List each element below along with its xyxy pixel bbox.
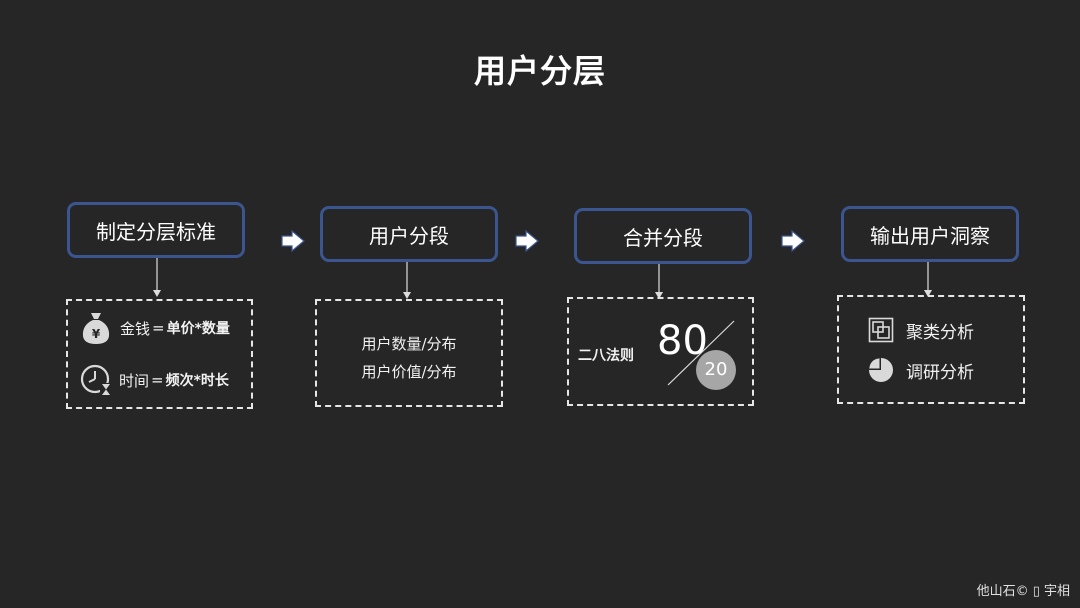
pareto-diagonal xyxy=(667,320,735,386)
segment-line: 用户数量/分布 xyxy=(361,335,457,353)
right-arrow-icon xyxy=(515,229,539,253)
insight-item: 调研分析 xyxy=(868,357,974,383)
money-bag-icon: ¥ xyxy=(82,313,110,344)
page-title: 用户分层 xyxy=(473,52,606,90)
stage-label: 制定分层标准 xyxy=(96,219,216,244)
detail-box-standard: ¥ 金钱 = 单价*数量 时间 = 频次*时长 xyxy=(66,299,253,409)
pareto-rule-label: 二八法则 xyxy=(578,348,634,364)
down-connector xyxy=(403,262,411,299)
pareto-small-number: 20 xyxy=(704,359,728,380)
detail-box-segment: 用户数量/分布 用户价值/分布 xyxy=(315,299,503,407)
equals-sign: = xyxy=(151,371,164,389)
down-connector xyxy=(655,264,663,299)
stage-label: 合并分段 xyxy=(623,225,703,250)
stage-label: 用户分段 xyxy=(369,223,449,248)
money-row: ¥ 金钱 = 单价*数量 xyxy=(80,311,230,345)
clock-hourglass-icon xyxy=(80,364,112,396)
insight-item: 聚类分析 xyxy=(868,317,974,343)
stage-define-standard: 制定分层标准 xyxy=(67,202,245,258)
pie-chart-icon xyxy=(869,358,893,382)
insight-label: 调研分析 xyxy=(906,362,974,383)
pareto-big-number: 80 xyxy=(657,318,708,364)
stage-merge-segment: 合并分段 xyxy=(574,208,752,264)
money-label: 金钱 xyxy=(120,319,151,338)
right-arrow-icon xyxy=(281,229,305,253)
watermark: 他山石© ▯ 宇相 xyxy=(976,584,1070,599)
down-connector xyxy=(924,262,932,297)
svg-text:¥: ¥ xyxy=(92,327,101,341)
detail-box-insight: 聚类分析 调研分析 xyxy=(837,295,1025,404)
cluster-squares-icon xyxy=(868,317,894,343)
stage-label: 输出用户洞察 xyxy=(870,223,990,248)
time-formula: 频次*时长 xyxy=(165,373,229,389)
money-formula: 单价*数量 xyxy=(166,321,230,337)
down-connector xyxy=(153,258,161,297)
right-arrow-icon xyxy=(781,229,805,253)
detail-box-merge: 二八法则 20 80 xyxy=(567,297,754,406)
stage-user-segment: 用户分段 xyxy=(320,206,498,262)
insight-label: 聚类分析 xyxy=(906,322,974,343)
stage-output-insight: 输出用户洞察 xyxy=(841,206,1019,262)
equals-sign: = xyxy=(152,319,165,337)
time-label: 时间 xyxy=(119,371,150,390)
time-row: 时间 = 频次*时长 xyxy=(79,363,229,397)
segment-line: 用户价值/分布 xyxy=(361,363,457,381)
small-number-circle xyxy=(696,350,736,390)
